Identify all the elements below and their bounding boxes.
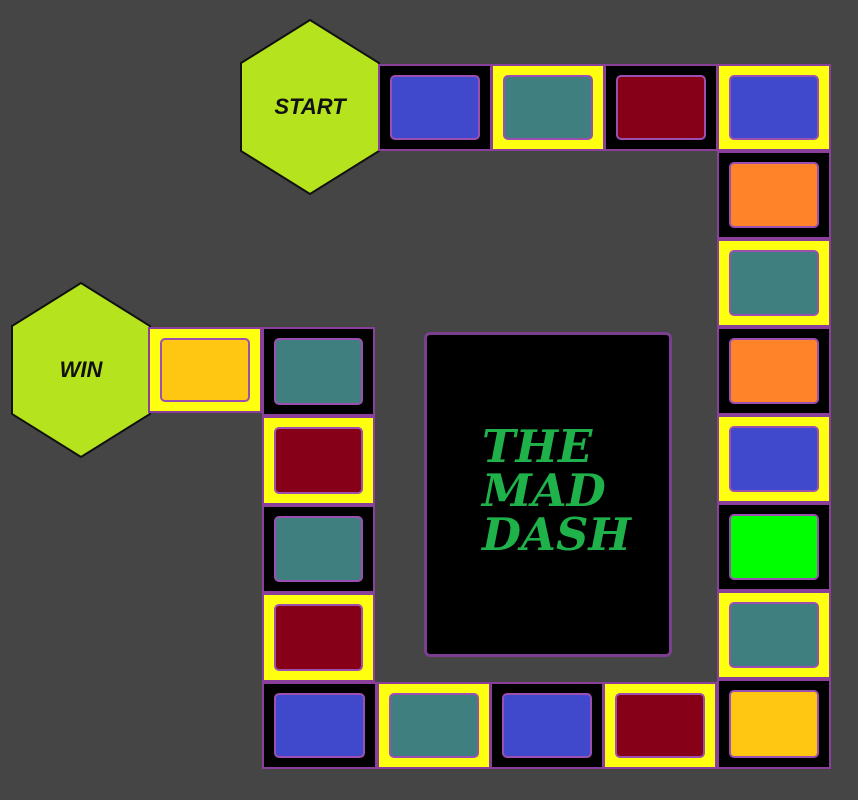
win-hexagon-icon xyxy=(11,282,151,458)
board-tile-16[interactable] xyxy=(262,593,375,682)
board-tile-14[interactable] xyxy=(377,682,491,769)
start-hexagon-icon xyxy=(240,19,380,195)
tile-color-square xyxy=(389,693,479,758)
tile-color-square xyxy=(729,690,819,758)
tile-color-square xyxy=(616,75,706,140)
tile-color-square xyxy=(274,604,363,671)
board-tile-2[interactable] xyxy=(491,64,605,151)
tile-color-square xyxy=(503,75,593,140)
game-title: THE MAD DASH xyxy=(482,424,631,557)
start-label: START xyxy=(274,94,346,119)
board-tile-3[interactable] xyxy=(604,64,718,151)
board-tile-17[interactable] xyxy=(262,505,375,593)
tile-color-square xyxy=(160,338,250,402)
board-tile-11[interactable] xyxy=(717,679,831,769)
start-space[interactable]: START xyxy=(240,19,380,195)
title-line-1: THE xyxy=(482,420,593,473)
tile-color-square xyxy=(729,602,819,668)
board-tile-4[interactable] xyxy=(717,64,831,151)
tile-color-square xyxy=(390,75,480,140)
tile-color-square xyxy=(502,693,592,758)
tile-color-square xyxy=(274,427,363,494)
tile-color-square xyxy=(729,250,819,316)
tile-color-square xyxy=(729,162,819,228)
title-card: THE MAD DASH xyxy=(424,332,672,657)
tile-color-square xyxy=(274,338,363,405)
board-tile-20[interactable] xyxy=(148,327,262,413)
tile-color-square xyxy=(274,693,365,758)
board-tile-12[interactable] xyxy=(603,682,717,769)
win-label: WIN xyxy=(59,357,103,382)
board-tile-7[interactable] xyxy=(717,327,831,415)
tile-color-square xyxy=(729,338,819,404)
board-tile-9[interactable] xyxy=(717,503,831,591)
board-tile-15[interactable] xyxy=(262,682,377,769)
tile-color-square xyxy=(729,426,819,492)
board-tile-13[interactable] xyxy=(490,682,604,769)
board-tile-19[interactable] xyxy=(262,327,375,416)
board-tile-8[interactable] xyxy=(717,415,831,503)
tile-color-square xyxy=(615,693,705,758)
tile-color-square xyxy=(729,514,819,580)
tile-color-square xyxy=(274,516,363,582)
board-tile-5[interactable] xyxy=(717,151,831,239)
board-tile-18[interactable] xyxy=(262,416,375,505)
board-tile-10[interactable] xyxy=(717,591,831,679)
title-line-2: MAD xyxy=(482,464,606,517)
board-tile-6[interactable] xyxy=(717,239,831,327)
win-space[interactable]: WIN xyxy=(11,282,151,458)
title-line-3: DASH xyxy=(482,508,631,561)
tile-color-square xyxy=(729,75,819,140)
board-tile-1[interactable] xyxy=(378,64,492,151)
